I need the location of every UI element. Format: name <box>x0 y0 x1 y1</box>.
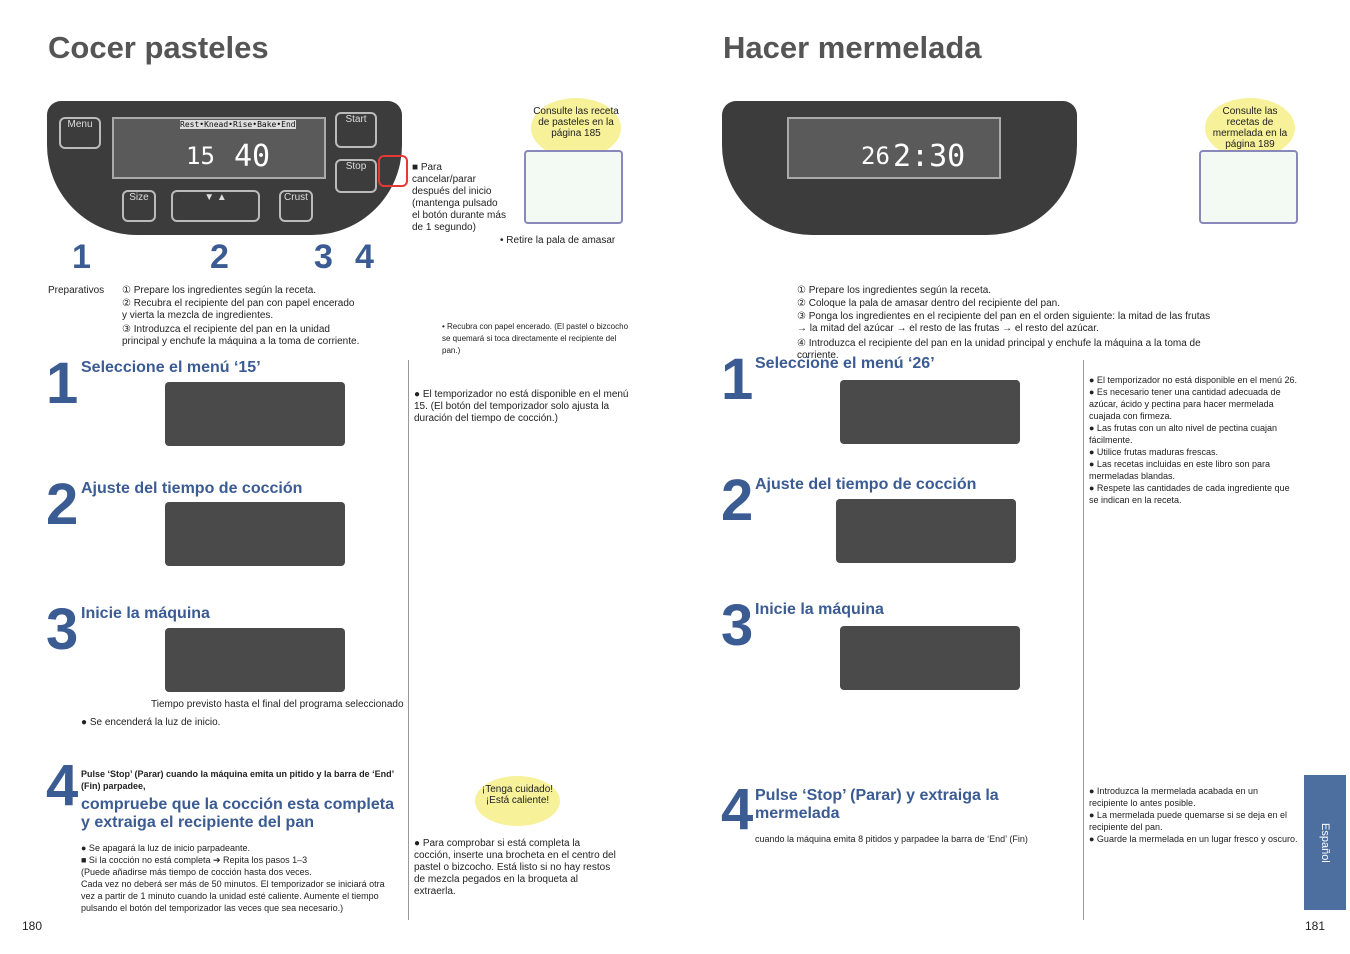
prep-item-3: ③ Introduzca el recipiente del pan en la… <box>122 324 360 347</box>
start-button[interactable]: Start <box>335 112 377 148</box>
step4-sub: cuando la máquina emita 8 pitidos y parp… <box>755 834 1028 844</box>
step-title: Seleccione el menú ‘26’ <box>755 355 935 372</box>
step4-head: Pulse ‘Stop’ (Parar) cuando la máquina e… <box>81 769 394 791</box>
callout-2: 2 <box>210 238 229 276</box>
recipe-bubble: Consulte las recetas de mermelada en la … <box>1205 98 1295 158</box>
step-number: 4 <box>46 753 79 818</box>
time-value: 40 <box>234 139 271 174</box>
divider <box>408 360 409 920</box>
step-title: Pulse ‘Stop’ (Parar) y extraiga la merme… <box>755 787 999 822</box>
crust-button[interactable]: Crust <box>279 190 313 222</box>
left-page: Cocer pasteles Menu Rest•Knead•Rise•Bake… <box>22 30 629 933</box>
step-screen <box>840 626 1020 690</box>
cover-note: • Recubra con papel encerado. (El pastel… <box>442 322 629 355</box>
step-number: 3 <box>721 593 754 658</box>
step-screen <box>165 502 345 566</box>
prep-item-1: ① Prepare los ingredientes según la rece… <box>797 285 992 296</box>
page-number: 181 <box>1305 919 1326 933</box>
step-screen <box>165 628 345 692</box>
right-page: Hacer mermelada 26 2:30 Consulte las rec… <box>675 0 1350 954</box>
step-title: Ajuste del tiempo de cocción <box>755 476 977 493</box>
menu-button[interactable]: Menu <box>59 117 101 149</box>
control-panel: Menu Rest•Knead•Rise•Bake•End 15 40 Star… <box>47 101 402 235</box>
lcd-display: 26 2:30 <box>787 117 1001 179</box>
stop-highlight <box>378 155 408 187</box>
language-tab: Español <box>1304 775 1346 910</box>
stop-button[interactable]: Stop <box>335 159 377 193</box>
step1-note: ● El temporizador no está disponible en … <box>414 389 629 424</box>
step-title: Inicie la máquina <box>755 601 884 618</box>
callout-1: 1 <box>72 238 91 276</box>
step-screen <box>840 380 1020 444</box>
control-panel: 26 2:30 <box>722 101 1077 235</box>
remove-note: • Retire la pala de amasar <box>500 235 616 246</box>
estimated-note: Tiempo previsto hasta el final del progr… <box>151 699 404 710</box>
book-icon <box>524 150 623 224</box>
prep-item-4: ④ Introduzca el recipiente del pan en la… <box>797 338 1201 361</box>
divider <box>1083 360 1084 920</box>
size-button[interactable]: Size <box>122 190 156 222</box>
jam-notes: ● El temporizador no está disponible en … <box>1089 375 1298 505</box>
step-screen <box>165 382 345 446</box>
step-number: 2 <box>46 472 79 537</box>
program-number: 26 <box>861 142 890 170</box>
cancel-note: ■ Para cancelar/parar después del inicio… <box>412 162 506 233</box>
step-number: 3 <box>46 597 79 662</box>
step4-notes: ● Se apagará la luz de inicio parpadeant… <box>81 843 385 913</box>
step-title: compruebe que la cocción esta completa y… <box>81 796 394 831</box>
page-title: Hacer mermelada <box>723 30 982 65</box>
page-number: 180 <box>22 919 43 933</box>
check-note: ● Para comprobar si está completa la coc… <box>414 838 616 897</box>
step-title: Inicie la máquina <box>81 605 210 622</box>
step-number: 1 <box>46 351 79 416</box>
prep-item-3: ③ Ponga los ingredientes en el recipient… <box>797 311 1211 334</box>
light-note: ● Se encenderá la luz de inicio. <box>81 717 221 728</box>
lcd-display: Rest•Knead•Rise•Bake•End 15 40 <box>112 117 326 179</box>
book-icon <box>1199 150 1298 224</box>
page-title: Cocer pasteles <box>48 30 269 65</box>
jam-notes-2: ● Introduzca la mermelada acabada en un … <box>1089 786 1298 844</box>
step-number: 2 <box>721 468 754 533</box>
step-title: Seleccione el menú ‘15’ <box>81 359 261 376</box>
prep-label: Preparativos <box>48 285 105 296</box>
callout-4: 4 <box>355 238 374 276</box>
warning-bubble: ¡Tenga cuidado! ¡Está caliente! <box>475 776 560 826</box>
step-number: 1 <box>721 347 754 412</box>
step-screen <box>836 499 1016 563</box>
callout-3: 3 <box>314 238 333 276</box>
prep-item-2: ② Recubra el recipiente del pan con pape… <box>122 298 355 321</box>
step-number: 4 <box>721 777 754 842</box>
program-number: 15 <box>186 142 215 170</box>
recipe-bubble: Consulte las receta de pasteles en la pá… <box>531 98 621 158</box>
step-title: Ajuste del tiempo de cocción <box>81 480 303 497</box>
arrow-buttons[interactable]: ▼ ▲ <box>171 190 260 222</box>
prep-item-1: ① Prepare los ingredientes según la rece… <box>122 285 317 296</box>
prep-item-2: ② Coloque la pala de amasar dentro del r… <box>797 298 1061 309</box>
time-value: 2:30 <box>893 139 966 174</box>
stage-bar: Rest•Knead•Rise•Bake•End <box>180 120 296 129</box>
